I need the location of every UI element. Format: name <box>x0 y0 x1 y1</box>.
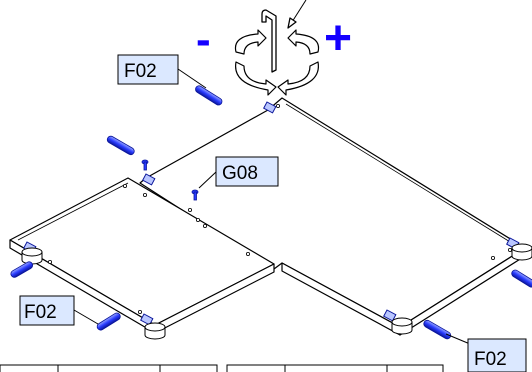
callout-g08: G08 <box>198 156 279 189</box>
dowel-left <box>10 261 34 278</box>
allen-key-icon <box>261 0 307 73</box>
dowel-right <box>511 269 532 288</box>
large-panel-inner-edge <box>285 103 521 249</box>
screw-lower <box>191 189 199 201</box>
plus-sign: + <box>324 12 352 65</box>
callout-f02-left-label: F02 <box>24 302 57 323</box>
large-panel-left-edge <box>281 262 401 336</box>
panel-holes <box>38 104 512 314</box>
dowel-upper-left <box>106 135 135 156</box>
rotation-arrows-icon <box>234 29 320 96</box>
minus-sign: - <box>196 15 211 64</box>
callout-f02-top-label: F02 <box>124 61 157 82</box>
callout-f02-right: F02 <box>445 333 527 372</box>
screw-upper <box>141 159 149 171</box>
large-panel <box>139 97 526 336</box>
parts-table <box>0 364 444 372</box>
dowel-top <box>195 85 223 106</box>
screw-parts <box>141 159 199 201</box>
small-panel-inner-edge <box>17 182 129 241</box>
callout-f02-left: F02 <box>19 295 99 326</box>
callout-f02-right-label: F02 <box>474 349 507 370</box>
parts-table-right <box>226 364 444 372</box>
dowel-bottom <box>96 312 121 331</box>
parts-table-left <box>0 364 218 372</box>
callout-f02-top: F02 <box>117 54 207 89</box>
dowel-lower-right <box>423 319 452 340</box>
callout-g08-label: G08 <box>222 163 258 184</box>
dowel-parts <box>10 85 532 340</box>
